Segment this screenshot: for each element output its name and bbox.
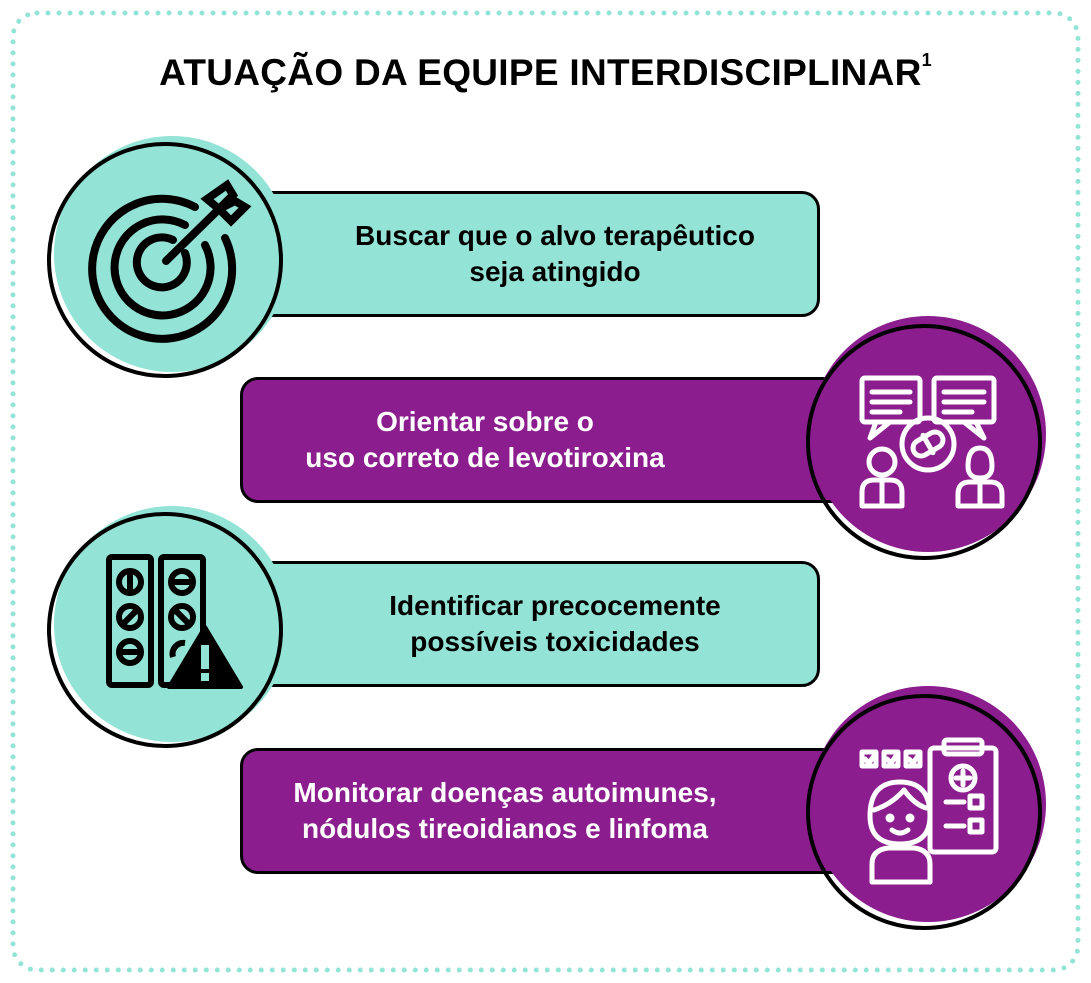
pills-warning-icon bbox=[35, 497, 295, 757]
target-arrow-icon bbox=[35, 127, 295, 387]
item-3-box: Identificar precocemente possíveis toxic… bbox=[250, 561, 820, 687]
item-2-box: Orientar sobre o uso correto de levotiro… bbox=[240, 377, 850, 503]
item-2-line2: uso correto de levotiroxina bbox=[305, 442, 665, 473]
consultation-pill-icon bbox=[800, 316, 1060, 576]
patient-clipboard-icon bbox=[800, 686, 1060, 946]
item-4-line1: Monitorar doenças autoimunes, bbox=[293, 777, 717, 808]
item-1-box: Buscar que o alvo terapêutico seja ating… bbox=[250, 191, 820, 317]
item-4-box: Monitorar doenças autoimunes, nódulos ti… bbox=[240, 748, 850, 874]
item-1-line1: Buscar que o alvo terapêutico bbox=[355, 220, 755, 251]
item-2-line1: Orientar sobre o bbox=[376, 406, 594, 437]
item-4-line2: nódulos tireoidianos e linfoma bbox=[301, 813, 708, 844]
title-superscript: 1 bbox=[921, 50, 932, 70]
item-3-line2: possíveis toxicidades bbox=[410, 626, 700, 657]
title-text: ATUAÇÃO DA EQUIPE INTERDISCIPLINAR bbox=[159, 52, 922, 93]
page-title: ATUAÇÃO DA EQUIPE INTERDISCIPLINAR1 bbox=[0, 50, 1091, 94]
item-3-line1: Identificar precocemente bbox=[389, 590, 721, 621]
item-1-line2: seja atingido bbox=[469, 256, 641, 287]
